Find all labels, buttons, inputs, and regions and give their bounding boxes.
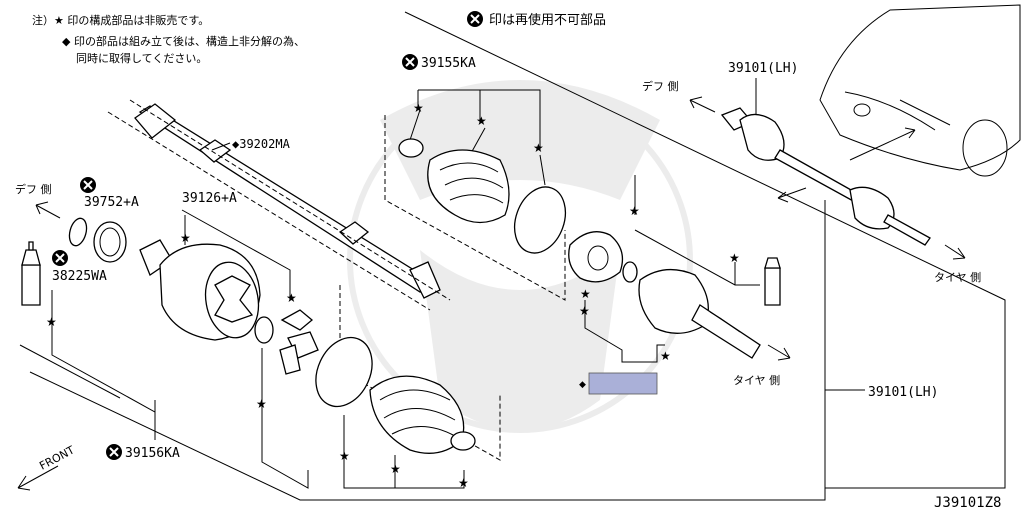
leader-tripod (261, 348, 309, 489)
diamond-marker: ◆ (579, 380, 586, 390)
svg-text:★: ★ (256, 397, 267, 411)
assembly-pointer-arrow (777, 187, 807, 203)
svg-text:★: ★ (629, 204, 640, 218)
snap-ring-outer (622, 261, 638, 283)
svg-text:★: ★ (180, 231, 191, 245)
snap-ring-joint (254, 316, 274, 344)
ring-seal (93, 221, 127, 263)
svg-text:★: ★ (476, 114, 487, 128)
circlip-39752 (68, 217, 88, 247)
svg-text:★: ★ (533, 141, 544, 155)
diff-side-left-arrow (35, 201, 61, 219)
boot-band-lower (315, 336, 373, 408)
label-39155ka: 39155KA (421, 56, 476, 71)
highlighted-part-number (588, 372, 658, 395)
boot-group-box (384, 115, 566, 301)
note-line-3: 同時に取得してください。 (76, 52, 207, 65)
svg-text:★: ★ (660, 349, 671, 363)
label-38225wa: 38225WA (52, 269, 107, 284)
tire-side-bottom-arrow (767, 344, 791, 361)
no-reuse-icon-39155ka (402, 54, 418, 70)
note-line-1: 注）★ 印の構成部品は非販売です。 (32, 13, 209, 27)
svg-text:★: ★ (46, 315, 57, 329)
tire-side-right-arrow (944, 244, 966, 260)
label-39156ka: 39156KA (125, 446, 180, 461)
boot-clamp-lower (450, 431, 476, 451)
label-front: FRONT (37, 443, 77, 472)
leader-outer-group (634, 175, 760, 286)
label-tire-side-right: タイヤ 側 (934, 271, 981, 284)
svg-text:★: ★ (729, 251, 740, 265)
note-line-2: ◆ 印の部品は組み立て後は、構造上非分解の為、 (62, 34, 305, 48)
svg-text:★: ★ (413, 101, 424, 115)
no-reuse-icon-39752a (80, 177, 96, 193)
outer-joint-housing (638, 268, 761, 359)
label-diff-side-left: デフ 側 (15, 182, 52, 196)
star-markers: ★ ★ ★ ★ ★ ★ ★ ★ ★ ★ ★ ★ ★ ★ ★ (46, 101, 740, 490)
no-reuse-icon-38225wa (52, 250, 68, 266)
label-39101lh-top: 39101(LH) (728, 61, 798, 76)
label-39101lh-bottom: 39101(LH) (868, 385, 938, 400)
boot-inner (427, 149, 510, 224)
svg-text:★: ★ (390, 462, 401, 476)
leader-boot-lower (343, 415, 465, 489)
drive-shaft-assembly (720, 107, 931, 246)
front-arrow (17, 465, 59, 491)
label-tire-side-bottom: タイヤ 側 (733, 374, 780, 387)
svg-text:★: ★ (339, 449, 350, 463)
label-39752a: 39752+A (84, 195, 139, 210)
grease-tube-left (21, 241, 41, 306)
boot-clamp-small (398, 138, 424, 158)
leader-39155ka (417, 89, 541, 150)
outer-inner-race (568, 231, 624, 283)
vehicle-inset (819, 4, 1021, 177)
joint-housing-inner (139, 239, 261, 341)
no-reuse-icon-39156ka (106, 444, 122, 460)
boot-band-large (513, 186, 567, 254)
label-39126a: 39126+A (182, 191, 237, 206)
leader-grease-left (51, 290, 156, 413)
svg-text:★: ★ (458, 476, 469, 490)
no-reuse-legend: 印は再使用不可部品 (489, 12, 606, 28)
leader-39126a (181, 209, 291, 300)
svg-text:★: ★ (579, 304, 590, 318)
diff-side-top-arrow (689, 96, 716, 113)
tripod-spider (279, 309, 319, 375)
diagram-code: J39101Z8 (934, 495, 1001, 511)
grease-tube-right (764, 257, 781, 306)
no-reuse-icon (467, 11, 483, 27)
svg-text:★: ★ (286, 291, 297, 305)
label-diff-side-top: デフ 側 (642, 79, 679, 93)
svg-text:★: ★ (580, 287, 591, 301)
leader-hidden-part (584, 300, 665, 363)
label-39202ma: ◆39202MA (232, 137, 291, 151)
